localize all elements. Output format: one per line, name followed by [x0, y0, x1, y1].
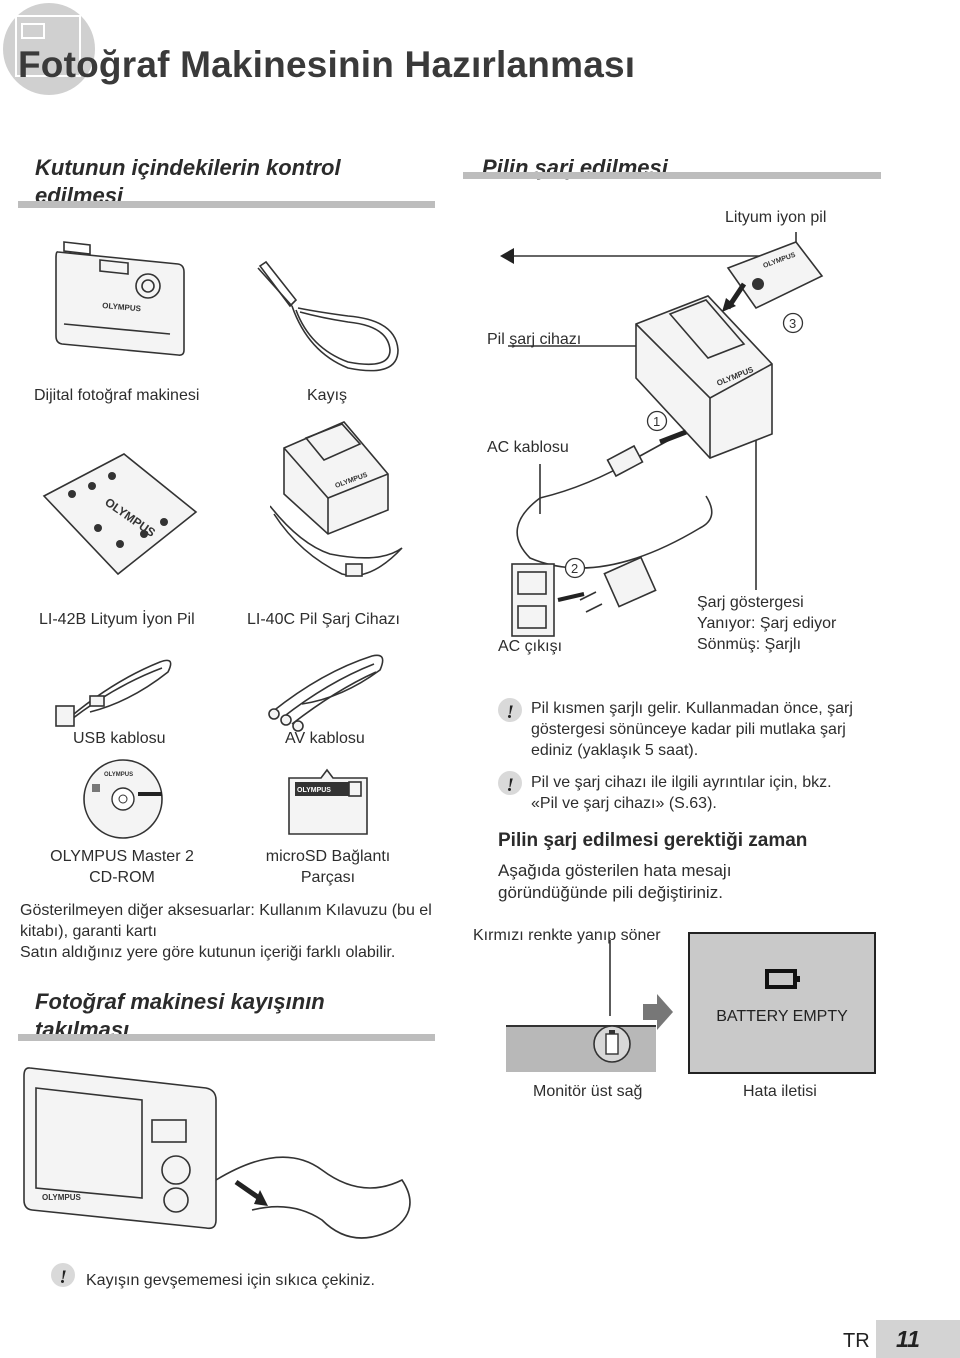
cdrom-label: OLYMPUS Master 2 CD-ROM — [50, 848, 194, 886]
section-rule — [18, 201, 435, 208]
battery-label: LI-42B Lityum İyon Pil — [39, 611, 195, 628]
usb-label: USB kablosu — [73, 730, 166, 747]
charger-illustration: OLYMPUS — [270, 421, 403, 577]
caution-icon: ! — [498, 771, 522, 796]
camera-illustration: OLYMPUS — [55, 241, 185, 356]
cdrom-brand: OLYMPUS — [104, 772, 133, 778]
svg-text:!: ! — [507, 775, 514, 796]
error-message-text: BATTERY EMPTY — [716, 1008, 848, 1025]
battery-illustration: OLYMPUS — [42, 453, 198, 576]
page-number-tab: 11 — [876, 1320, 960, 1358]
step-3-icon: 3 — [782, 312, 804, 334]
svg-text:3: 3 — [789, 316, 796, 331]
page-title: Fotoğraf Makinesinin Hazırlanması — [18, 44, 636, 85]
charging-illustration: OLYMPUS OLYMPUS — [500, 232, 824, 637]
av-cable-illustration — [268, 654, 384, 732]
strap-camera-brand: OLYMPUS — [42, 1193, 81, 1202]
microsd-label: microSD Bağlantı Parçası — [265, 848, 391, 886]
step-2-icon: 2 — [564, 557, 586, 579]
charging-note-2: Pil ve şarj cihazı ile ilgili ayrıntılar… — [531, 774, 832, 812]
language-code: TR — [843, 1330, 870, 1352]
strap-illustration — [257, 260, 399, 372]
strap-note: Kayışın gevşememesi için sıkıca çekiniz. — [86, 1272, 375, 1289]
ac-cable-label: AC kablosu — [487, 439, 569, 456]
li-ion-battery-label: Lityum iyon pil — [725, 209, 827, 226]
battery-empty-icon — [765, 969, 800, 989]
cdrom-illustration: OLYMPUS — [83, 759, 163, 839]
usb-cable-illustration — [55, 659, 172, 727]
when-to-charge-text: Aşağıda gösterilen hata mesajı göründüğü… — [498, 861, 732, 902]
error-message-box: BATTERY EMPTY — [688, 932, 876, 1074]
monitor-corner-illustration — [506, 940, 656, 1072]
caution-icon: ! — [498, 698, 522, 723]
error-label: Hata iletisi — [743, 1083, 817, 1100]
camera-brand: OLYMPUS — [102, 301, 142, 313]
step-1-icon: 1 — [646, 410, 668, 432]
microsd-brand: OLYMPUS — [297, 787, 331, 794]
svg-text:!: ! — [507, 702, 514, 723]
caution-icon: ! — [51, 1263, 75, 1288]
page-number: 11 — [896, 1326, 920, 1352]
strap-label: Kayış — [307, 387, 348, 404]
monitor-label: Monitör üst sağ — [533, 1083, 643, 1100]
strap-attach-illustration: OLYMPUS — [23, 1067, 411, 1239]
charger-label: LI-40C Pil Şarj Cihazı — [247, 611, 400, 628]
svg-text:2: 2 — [571, 561, 578, 576]
section-rule — [463, 172, 881, 179]
svg-text:1: 1 — [653, 414, 660, 429]
svg-text:!: ! — [60, 1267, 67, 1288]
ac-outlet-label: AC çıkışı — [498, 638, 563, 655]
blink-label: Kırmızı renkte yanıp söner — [473, 927, 661, 944]
charge-indicator-label: Şarj göstergesi Yanıyor: Şarj ediyor Sön… — [697, 594, 837, 653]
microsd-illustration: OLYMPUS — [288, 768, 368, 835]
charging-note-1: Pil kısmen şarjlı gelir. Kullanmadan önc… — [531, 700, 853, 759]
page-badge-icon — [3, 3, 95, 95]
av-label: AV kablosu — [285, 730, 365, 747]
arrow-right-icon — [643, 994, 673, 1030]
box-contents-note: Gösterilmeyen diğer aksesuarlar: Kullanı… — [20, 902, 432, 961]
camera-label: Dijital fotoğraf makinesi — [34, 387, 200, 404]
when-to-charge-heading: Pilin şarj edilmesi gerektiği zaman — [498, 830, 808, 851]
charger-label-2: Pil şarj cihazı — [487, 331, 582, 348]
section-rule — [18, 1034, 435, 1041]
